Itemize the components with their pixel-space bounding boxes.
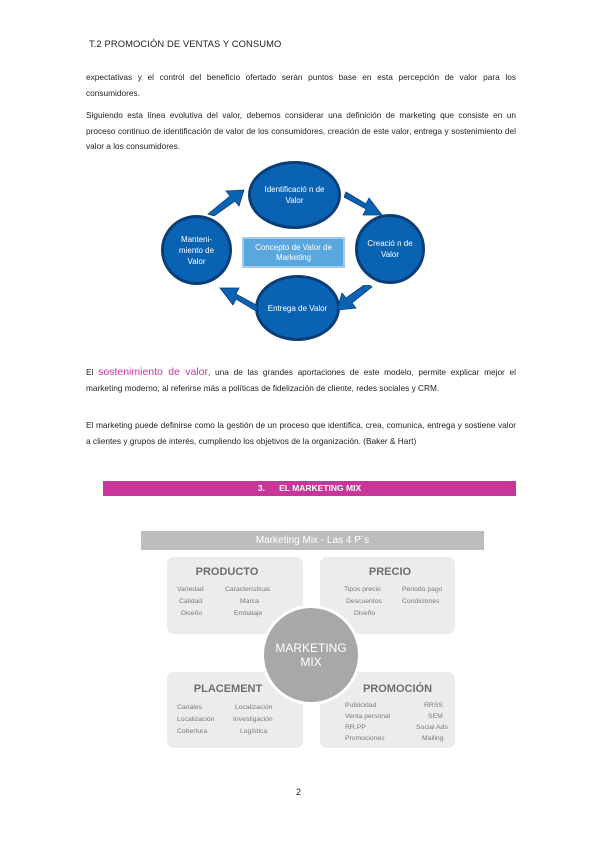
precio-title: PRECIO xyxy=(368,566,412,578)
promocion-item: Publicidad xyxy=(345,702,377,709)
paragraph-4: El marketing puede definirse como la ges… xyxy=(86,420,516,446)
promocion-item: RRSS xyxy=(424,702,443,709)
placement-title: PLACEMENT xyxy=(193,683,263,695)
highlight-sostenimiento: sostenimiento de valor xyxy=(98,366,208,378)
quadrant-precio: PRECIO Tipos precio Descuentos Diseño Pe… xyxy=(320,557,455,634)
marketing-mix-circle: MARKETING MIX xyxy=(261,605,361,705)
producto-item: Marca xyxy=(240,598,259,605)
cycle-entrega-label: Entrega de Valor xyxy=(267,303,328,313)
producto-title: PRODUCTO xyxy=(195,566,259,578)
producto-item: Características xyxy=(225,586,271,593)
marketing-mix-label: MARKETING MIX xyxy=(275,641,347,669)
paragraph-3-prefix: El xyxy=(86,367,99,377)
promocion-item: SEM xyxy=(428,713,443,720)
mix-title-bar: Marketing Mix - Las 4 P´s xyxy=(141,531,484,550)
precio-item: Descuentos xyxy=(346,598,382,605)
placement-item: Logística xyxy=(240,728,268,735)
placement-item: Localización xyxy=(235,704,273,711)
cycle-mantenimiento: Manteni- miento de Valor xyxy=(161,215,232,285)
placement-item: Investigación xyxy=(233,716,273,723)
producto-item: Diseño xyxy=(181,610,203,617)
cycle-entrega: Entrega de Valor xyxy=(255,275,340,341)
paragraph-1: expectativas y el control del beneficio … xyxy=(86,72,516,98)
section-heading: 3. EL MARKETING MIX xyxy=(257,483,362,493)
paragraph-2: Siguiendo esta línea evolutiva del valor… xyxy=(86,110,516,152)
producto-item: Calidad xyxy=(179,598,203,605)
precio-item: Diseño xyxy=(354,610,376,617)
section-heading-bar: 3. EL MARKETING MIX xyxy=(103,481,516,496)
placement-item: Cobertura xyxy=(177,728,208,735)
producto-item: Embalaje xyxy=(234,610,263,617)
placement-item: Localización xyxy=(177,716,215,723)
cycle-center-box: Concepto de Valor de Marketing xyxy=(242,237,345,268)
producto-item: Variedad xyxy=(177,586,204,593)
precio-item: Periodo pago xyxy=(402,586,443,593)
placement-item: Canales xyxy=(177,704,202,711)
promocion-item: Venta personal xyxy=(345,713,391,720)
cycle-creacion-label: Creació n de Valor xyxy=(367,239,413,259)
cycle-center-label: Concepto de Valor de Marketing xyxy=(255,242,332,262)
promocion-item: Promociones xyxy=(345,735,385,742)
arrow-left-to-top-icon xyxy=(206,186,246,216)
paragraph-3: El sostenimiento de valor, una de las gr… xyxy=(86,365,516,396)
quadrant-placement: PLACEMENT Canales Localización Cobertura… xyxy=(167,672,303,748)
promocion-item: RR.PP xyxy=(345,724,366,731)
arrow-right-to-bottom-icon xyxy=(334,285,374,315)
promocion-item: Social Ads xyxy=(416,724,448,731)
arrow-bottom-to-left-icon xyxy=(218,285,258,315)
paragraph-3-rest: , una de las grandes aportaciones de est… xyxy=(86,367,516,393)
page-header: T.2 PROMOCIÓN DE VENTAS Y CONSUMO xyxy=(89,38,282,49)
precio-item: Tipos precio xyxy=(344,586,381,593)
arrow-top-to-right-icon xyxy=(344,188,384,218)
cycle-creacion: Creació n de Valor xyxy=(355,214,425,284)
quadrant-producto: PRODUCTO Variedad Calidad Diseño Caracte… xyxy=(167,557,303,634)
cycle-identificacion-label: Identificació n de Valor xyxy=(264,185,325,205)
precio-item: Condiciones xyxy=(402,598,440,605)
cycle-mantenimiento-label: Manteni- miento de Valor xyxy=(178,234,215,266)
page-number: 2 xyxy=(296,787,302,797)
cycle-identificacion: Identificació n de Valor xyxy=(248,161,341,229)
promocion-title: PROMOCIÓN xyxy=(362,683,433,695)
promocion-item: Mailing xyxy=(422,735,444,742)
